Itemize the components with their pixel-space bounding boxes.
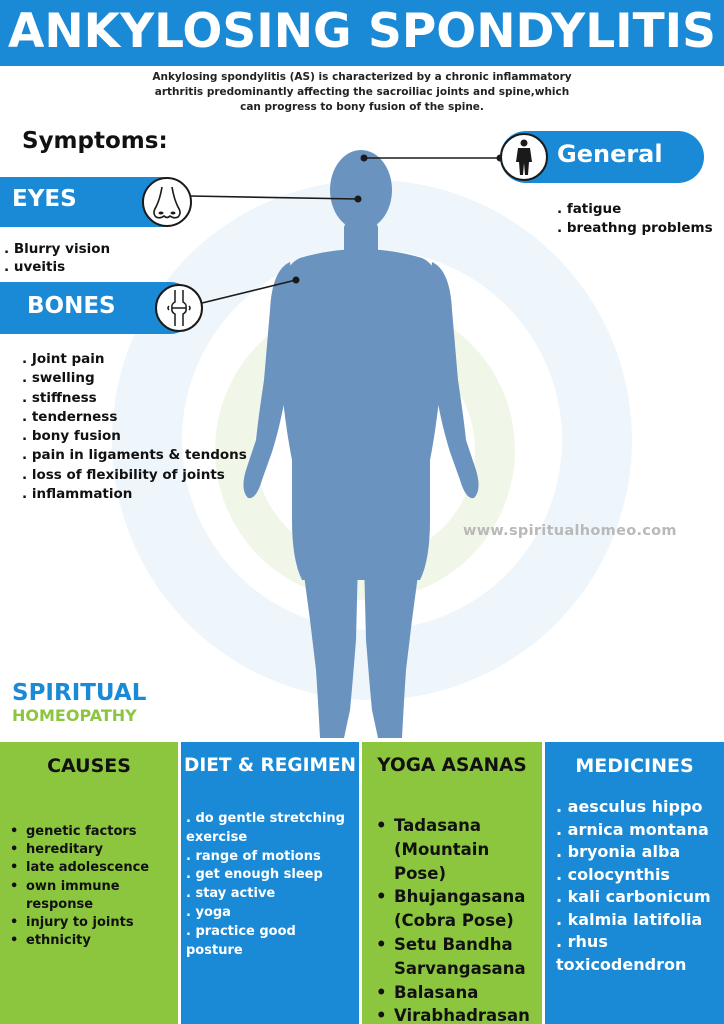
eyes-symptom-list: . Blurry vision . uveitis <box>4 240 110 276</box>
causes-panel: CAUSES genetic factors hereditary late a… <box>0 742 178 1024</box>
list-item: . kalmia latifolia <box>556 909 703 929</box>
list-item: . arnica montana <box>556 819 709 839</box>
list-item: Virabhadrasana II <box>376 1004 536 1024</box>
list-item: . pain in ligaments & tendons <box>22 447 247 464</box>
list-item: . aesculus hippo <box>556 797 703 816</box>
list-item: . bony fusion <box>22 428 121 445</box>
watermark-ring-inner <box>215 300 515 600</box>
medicines-heading: MEDICINES <box>575 755 694 777</box>
list-item: . fatigue <box>557 201 622 217</box>
list-item: . yoga <box>186 904 231 920</box>
list-item: . breathng problems <box>557 220 713 236</box>
symptoms-heading: Symptoms: <box>22 128 168 154</box>
general-label: General <box>557 140 663 168</box>
brand-line-2: HOMEOPATHY <box>12 706 137 725</box>
medicines-list: . aesculus hippo . arnica montana . bryo… <box>556 796 721 976</box>
list-item: . get enough sleep <box>186 867 323 883</box>
list-item: Bhujangasana (Cobra Pose) <box>376 885 536 933</box>
diet-list: . do gentle stretching exercise . range … <box>186 810 356 960</box>
list-item: . tenderness <box>22 408 118 425</box>
yoga-list: Tadasana (Mountain Pose) Bhujangasana (C… <box>376 814 536 1024</box>
list-item: Tadasana (Mountain Pose) <box>376 814 536 885</box>
medicines-panel: MEDICINES . aesculus hippo . arnica mont… <box>545 742 724 1024</box>
bone-joint-icon <box>155 284 203 332</box>
list-item: . bryonia alba <box>556 842 681 861</box>
list-item: . inflammation <box>22 486 133 503</box>
list-item: own immune response <box>10 878 150 914</box>
list-item: . rhus toxicodendron <box>556 932 687 974</box>
title-banner: ANKYLOSING SPONDYLITIS <box>0 0 724 66</box>
list-item: Balasana <box>376 981 536 1005</box>
list-item: Setu Bandha Sarvangasana <box>376 933 536 981</box>
list-item: . Joint pain <box>22 351 105 367</box>
diet-panel: DIET & REGIMEN . do gentle stretching ex… <box>181 742 359 1024</box>
list-item: . range of motions <box>186 848 321 864</box>
list-item: hereditary <box>10 841 150 859</box>
list-item: . colocynthis <box>556 864 670 884</box>
list-item: . loss of flexibility of joints <box>22 466 225 483</box>
list-item: . Blurry vision <box>4 241 111 257</box>
bones-symptom-list: . Joint pain . swelling . stiffness . te… <box>22 350 247 504</box>
list-item: ethnicity <box>10 932 150 950</box>
intro-text: Ankylosing spondylitis (AS) is character… <box>152 71 572 113</box>
page-title: ANKYLOSING SPONDYLITIS <box>7 4 717 59</box>
list-item: . stiffness <box>22 389 97 406</box>
yoga-panel: YOGA ASANAS Tadasana (Mountain Pose) Bhu… <box>362 742 542 1024</box>
list-item: injury to joints <box>10 914 150 932</box>
human-body-icon <box>500 133 548 181</box>
list-item: . swelling <box>22 370 95 387</box>
list-item: genetic factors <box>10 823 150 841</box>
yoga-heading: YOGA ASANAS <box>377 755 527 776</box>
causes-list: genetic factors hereditary late adolesce… <box>10 823 150 951</box>
list-item: . stay active <box>186 886 276 902</box>
list-item: . uveitis <box>4 259 66 275</box>
causes-heading: CAUSES <box>47 755 131 777</box>
list-item: . do gentle stretching exercise <box>186 811 345 845</box>
general-symptom-list: . fatigue . breathng problems <box>557 200 713 238</box>
brand-line-1: SPIRITUAL <box>12 680 147 706</box>
eyes-label: EYES <box>12 186 77 212</box>
bones-label: BONES <box>27 293 116 319</box>
website-url: www.spiritualhomeo.com <box>463 523 677 539</box>
list-item: late adolescence <box>10 859 150 877</box>
list-item: . practice good posture <box>186 923 296 958</box>
nose-icon <box>142 177 192 227</box>
list-item: . kali carbonicum <box>556 887 711 906</box>
diet-heading: DIET & REGIMEN <box>184 755 356 776</box>
